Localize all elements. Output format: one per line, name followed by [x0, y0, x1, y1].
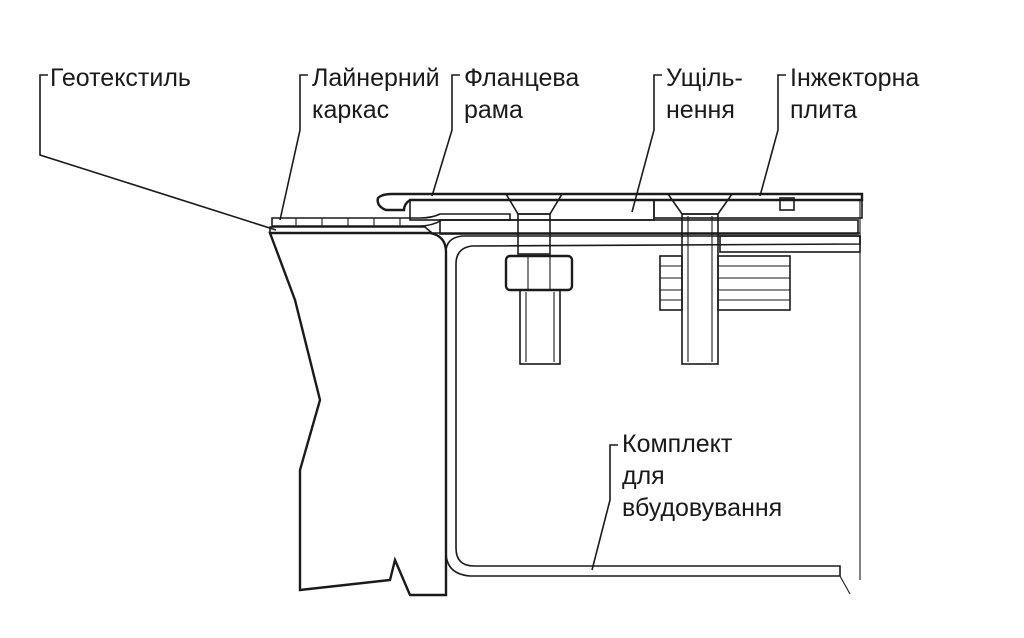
- label-kit-line2: для: [622, 462, 665, 490]
- bolt-left: [504, 193, 574, 365]
- label-kit-line1: Комплект: [622, 430, 733, 458]
- label-injector-plate-line1: Інжекторна: [790, 64, 919, 92]
- concrete-wall: [268, 231, 448, 597]
- label-kit-line3: вбудовування: [622, 494, 782, 522]
- label-seal-line2: нення: [666, 96, 735, 124]
- label-seal-line1: Ущіль-: [666, 64, 743, 92]
- installation-kit-shell: [430, 200, 861, 595]
- injector-plate: [653, 197, 863, 253]
- leader-lines: [39, 74, 786, 571]
- label-liner-frame-line1: Лайнерний: [312, 64, 440, 92]
- label-liner-frame-line2: каркас: [312, 96, 389, 124]
- label-injector-plate-line2: плита: [790, 96, 857, 124]
- label-geotextile: Геотекстиль: [50, 64, 191, 92]
- label-flange-frame-line1: Фланцева: [464, 64, 579, 92]
- labels: Геотекстиль Лайнерний каркас Фланцева ра…: [50, 64, 919, 522]
- bolt-right: [659, 193, 791, 365]
- label-flange-frame-line2: рама: [464, 96, 523, 124]
- seal-strip: [439, 219, 859, 235]
